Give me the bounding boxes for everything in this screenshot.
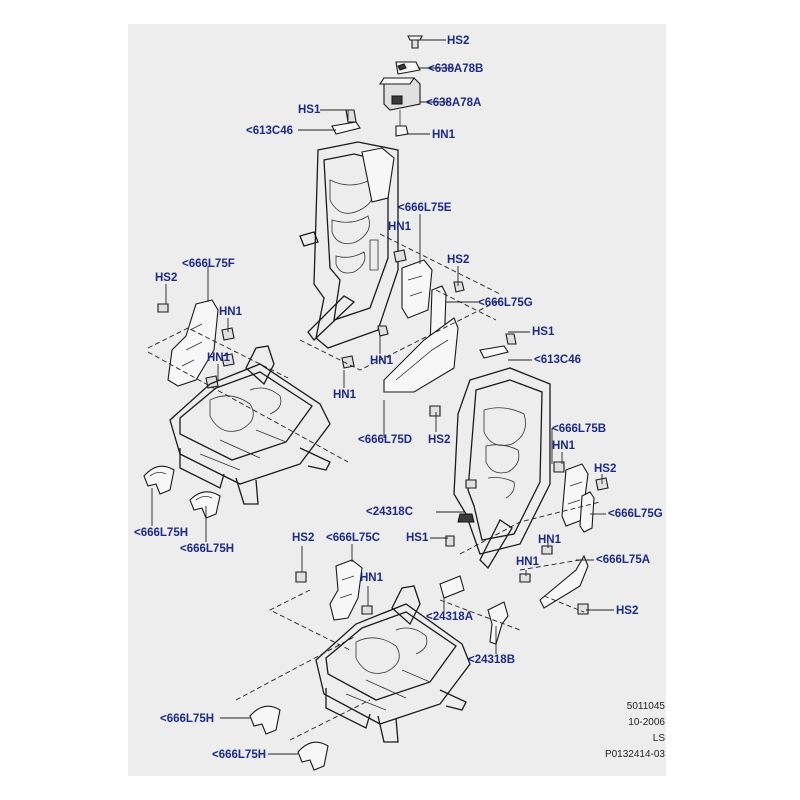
label-666l75a: <666L75A xyxy=(596,554,651,566)
label-hn1-center2: HN1 xyxy=(333,389,357,401)
bracket-24318b xyxy=(487,601,509,645)
drawing-date: 10-2006 xyxy=(628,717,665,728)
lower-seat-cushion-frame xyxy=(315,585,471,743)
cap-24318c xyxy=(457,513,475,523)
label-hs2-right2: HS2 xyxy=(616,605,639,617)
leader-lines xyxy=(151,39,614,755)
bracket-24318a xyxy=(439,535,465,599)
trim-666l75h-2 xyxy=(189,491,221,519)
trim-panel-666l75a xyxy=(519,545,589,615)
label-613c46-left: <613C46 xyxy=(246,125,293,137)
model-variant: LS xyxy=(652,733,665,744)
label-hn1-right3: HN1 xyxy=(516,556,540,568)
label-hs1-lower: HS1 xyxy=(406,532,429,544)
side-cover-666l75f xyxy=(157,299,235,389)
headrest-guide-assembly xyxy=(378,35,423,137)
label-hs2-right1: HS2 xyxy=(594,463,617,475)
bracket-613c46-right xyxy=(479,333,517,359)
drawing-number: 5011045 xyxy=(626,701,665,712)
label-666l75e: <666L75E xyxy=(398,202,452,214)
label-24318c: <24318C xyxy=(366,506,413,518)
label-666l75c: <666L75C xyxy=(326,532,381,544)
label-613c46-right: <613C46 xyxy=(534,354,581,366)
label-666l75g-mid: <666L75G xyxy=(478,297,533,309)
label-24318b: <24318B xyxy=(468,654,515,666)
label-hn1-right1: HN1 xyxy=(552,440,576,452)
label-24318a: <24318A xyxy=(426,611,473,623)
assembly-lines xyxy=(147,233,601,741)
label-666l75h-3: <666L75H xyxy=(160,713,215,725)
label-hs2-top: HS2 xyxy=(447,35,470,47)
trim-666l75h-3 xyxy=(249,705,281,735)
label-hn1-top: HN1 xyxy=(432,129,456,141)
right-seatback-frame xyxy=(453,367,551,570)
trim-666l75h-1 xyxy=(143,465,175,495)
label-666l75h-2: <666L75H xyxy=(180,543,235,555)
left-seat-cushion-frame xyxy=(169,345,331,505)
trim-panel-666l75d xyxy=(341,317,459,417)
label-666l75f: <666L75F xyxy=(182,258,235,270)
label-638a78a: <638A78A xyxy=(426,97,482,109)
label-666l75d: <666L75D xyxy=(358,434,413,446)
label-hs2-left: HS2 xyxy=(155,272,178,284)
bracket-613c46-left xyxy=(331,109,361,135)
trim-panel-666l75e xyxy=(393,249,433,319)
label-hs2-mid: HS2 xyxy=(447,254,470,266)
side-cover-666l75c xyxy=(295,559,373,621)
label-hn1-lower: HN1 xyxy=(360,572,384,584)
illustration-reference: P0132414-03 xyxy=(604,749,665,760)
label-666l75h-4: <666L75H xyxy=(212,749,267,761)
label-hs1-right: HS1 xyxy=(532,326,555,338)
label-hs2-center: HS2 xyxy=(428,434,451,446)
label-hn1-left1: HN1 xyxy=(219,306,243,318)
trim-panel-666l75g-right xyxy=(579,491,595,533)
label-hn1-center1: HN1 xyxy=(370,355,394,367)
label-hs1-left: HS1 xyxy=(298,104,321,116)
label-hn1-mid: HN1 xyxy=(388,221,412,233)
label-666l75b: <666L75B xyxy=(552,423,607,435)
label-hs2-lower: HS2 xyxy=(292,532,315,544)
label-638a78b: <638A78B xyxy=(428,63,484,75)
trim-666l75h-4 xyxy=(297,741,329,771)
label-666l75h-1: <666L75H xyxy=(134,527,189,539)
label-hn1-left2: HN1 xyxy=(207,352,231,364)
label-hn1-right2: HN1 xyxy=(538,534,562,546)
upper-seatback-frame xyxy=(299,141,399,349)
label-666l75g-right: <666L75G xyxy=(608,508,663,520)
